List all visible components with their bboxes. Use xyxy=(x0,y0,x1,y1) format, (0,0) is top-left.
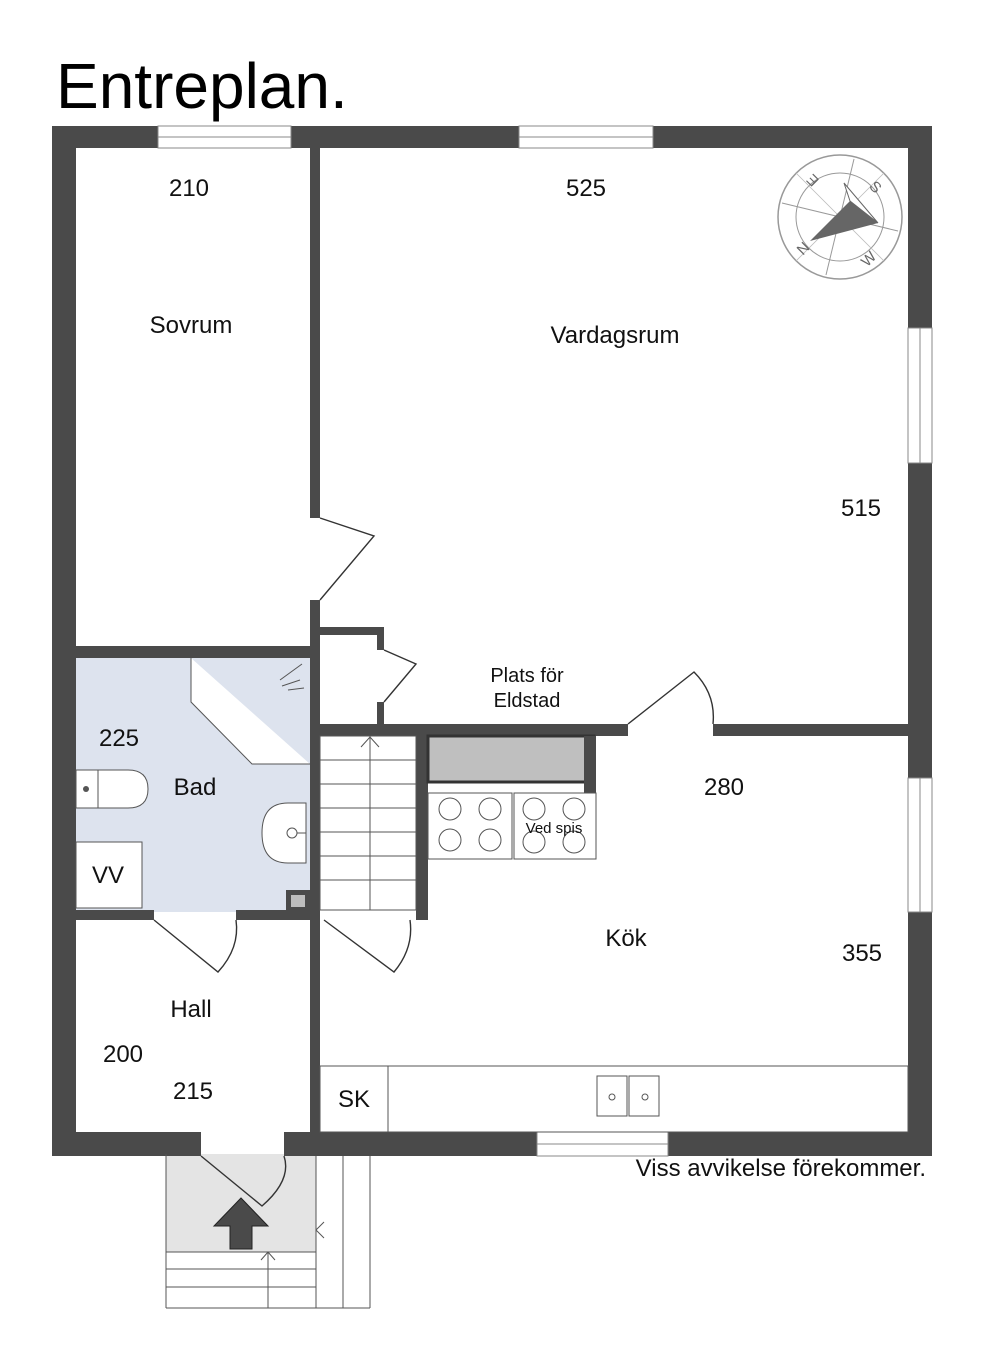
kok-width: 280 xyxy=(704,774,744,801)
sink-icon xyxy=(261,802,307,864)
vardagsrum-width: 525 xyxy=(566,175,606,202)
shower-head-icon xyxy=(279,663,305,691)
bathroom-vent xyxy=(291,895,305,907)
entrance-steps xyxy=(165,1154,371,1309)
kok-name: Kök xyxy=(605,925,647,952)
bathroom-fixtures xyxy=(75,658,310,909)
wood-stove-icon xyxy=(513,792,597,860)
hall-name: Hall xyxy=(170,996,211,1023)
kitchen-sink-icon xyxy=(596,1075,660,1117)
bad-width: 225 xyxy=(99,725,139,752)
stair-arrow-icon xyxy=(360,736,380,748)
sk-label: SK xyxy=(338,1086,370,1113)
doors xyxy=(153,517,715,1207)
hall-depth: 200 xyxy=(103,1041,143,1068)
vv-label: VV xyxy=(92,862,124,889)
disclaimer: Viss avvikelse förekommer. xyxy=(636,1155,926,1182)
bad-name: Bad xyxy=(174,774,217,801)
shower-outline xyxy=(190,658,310,765)
kok-depth: 355 xyxy=(842,940,882,967)
sovrum-width: 210 xyxy=(169,175,209,202)
vardagsrum-name: Vardagsrum xyxy=(551,322,680,349)
windows xyxy=(157,125,933,1157)
interior-walls xyxy=(74,146,909,1134)
outer-walls xyxy=(52,126,932,1156)
plan-title: Entreplan. xyxy=(56,50,348,122)
room-labels: 210 Sovrum 525 Vardagsrum 515 Plats för … xyxy=(92,175,882,1113)
kitchen-fixtures xyxy=(319,734,909,1133)
fireplace-label-2: Eldstad xyxy=(494,690,561,712)
fireplace-label-1: Plats för xyxy=(490,665,564,687)
vardagsrum-depth: 515 xyxy=(841,495,881,522)
kitchen-counter-top xyxy=(426,734,596,784)
staircase xyxy=(319,735,417,911)
entrance-arrow-icon xyxy=(212,1197,270,1250)
stove-icon xyxy=(427,792,513,860)
toilet-icon xyxy=(75,769,149,809)
water-heater xyxy=(75,841,143,909)
hall-width: 215 xyxy=(173,1078,213,1105)
sovrum-name: Sovrum xyxy=(150,312,233,339)
compass-icon: N E S W xyxy=(777,154,903,280)
stove-label: Ved spis xyxy=(526,820,583,837)
